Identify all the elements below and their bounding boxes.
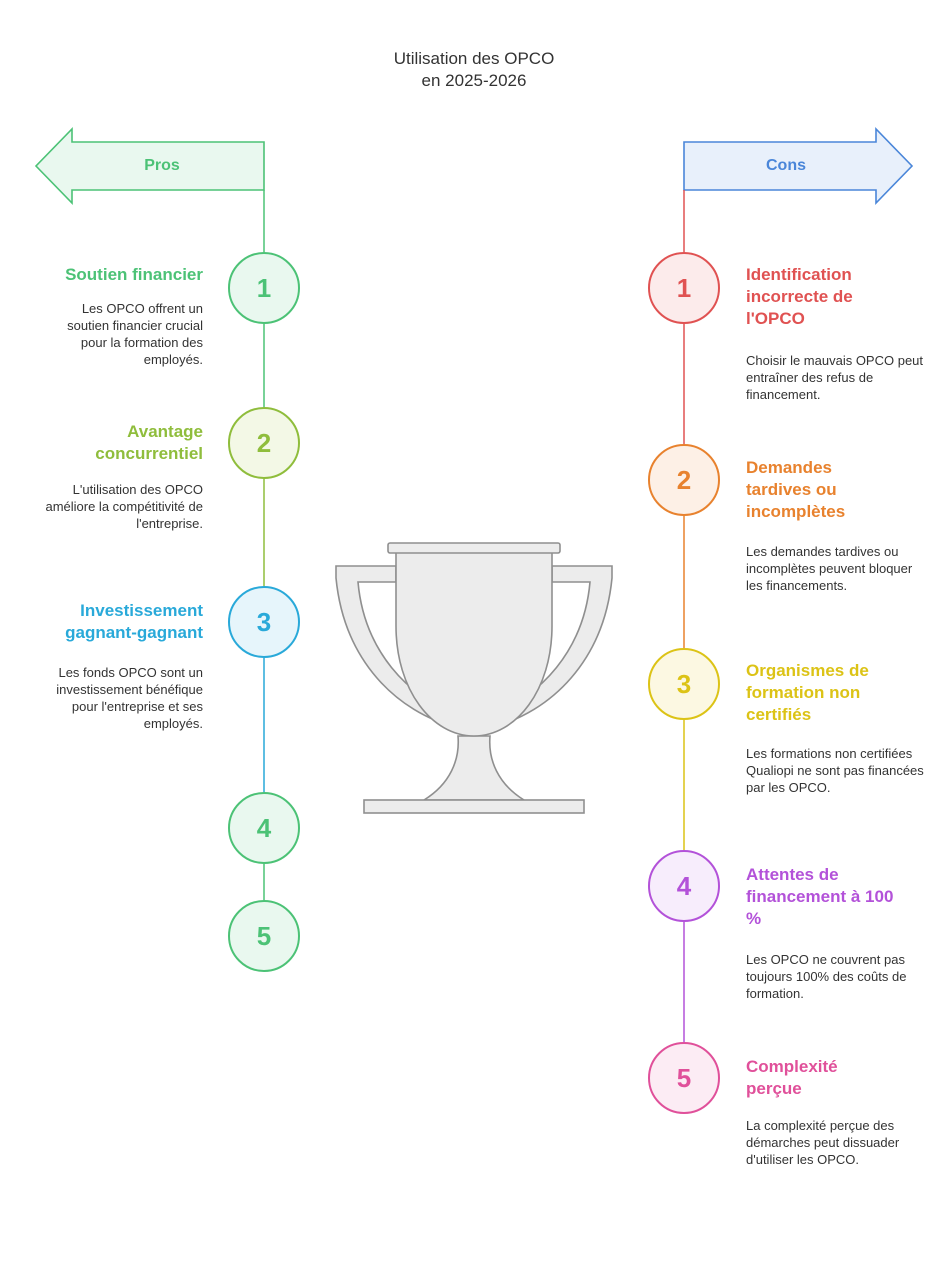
title-line-2: en 2025-2026 <box>421 71 527 90</box>
cons-number-5: 5 <box>676 1063 692 1093</box>
pros-number-3: 3 <box>256 607 272 637</box>
pros-arrow <box>34 127 265 205</box>
pros-number-1: 1 <box>256 273 272 303</box>
cons-heading-2: Demandes tardives ou incomplètes <box>746 458 846 521</box>
cons-number-1: 1 <box>676 273 692 303</box>
cons-heading-1: Identification incorrecte de l'OPCO <box>746 265 853 328</box>
pros-number-2: 2 <box>256 428 272 458</box>
pros-heading-3: Investissement gagnant-gagnant <box>65 601 203 642</box>
cons-label: Cons <box>766 157 806 174</box>
cons-description-2: Les demandes tardives ou incomplètes peu… <box>746 544 913 593</box>
pros-circles <box>228 252 300 972</box>
cons-number-3: 3 <box>676 669 692 699</box>
cons-heading-3: Organismes de formation non certifiés <box>746 661 869 724</box>
pros-description-1: Les OPCO offrent un soutien financier cr… <box>67 301 203 367</box>
cons-heading-5: Complexité perçue <box>746 1057 838 1098</box>
cons-arrow <box>683 127 914 205</box>
pros-number-4: 4 <box>256 813 272 843</box>
pros-heading-2: Avantage concurrentiel <box>95 422 203 463</box>
cons-description-3: Les formations non certifiées Qualiopi n… <box>746 746 924 795</box>
pros-label: Pros <box>144 157 180 174</box>
pros-number-5: 5 <box>256 921 272 951</box>
cons-circles <box>648 252 720 1114</box>
cons-description-4: Les OPCO ne couvrent pas toujours 100% d… <box>746 952 907 1001</box>
cons-description-5: La complexité perçue des démarches peut … <box>746 1118 900 1167</box>
cons-number-4: 4 <box>676 871 692 901</box>
page-title: Utilisation des OPCO en 2025-2026 <box>0 48 948 92</box>
title-line-1: Utilisation des OPCO <box>393 49 555 68</box>
pros-description-2: L'utilisation des OPCO améliore la compé… <box>45 482 203 531</box>
pros-heading-1: Soutien financier <box>65 265 203 284</box>
cons-description-1: Choisir le mauvais OPCO peut entraîner d… <box>746 353 924 402</box>
trophy-icon <box>335 542 613 814</box>
cons-heading-4: Attentes de financement à 100 % <box>746 865 894 928</box>
cons-number-2: 2 <box>676 465 692 495</box>
pros-description-3: Les fonds OPCO sont un investissement bé… <box>56 665 203 731</box>
